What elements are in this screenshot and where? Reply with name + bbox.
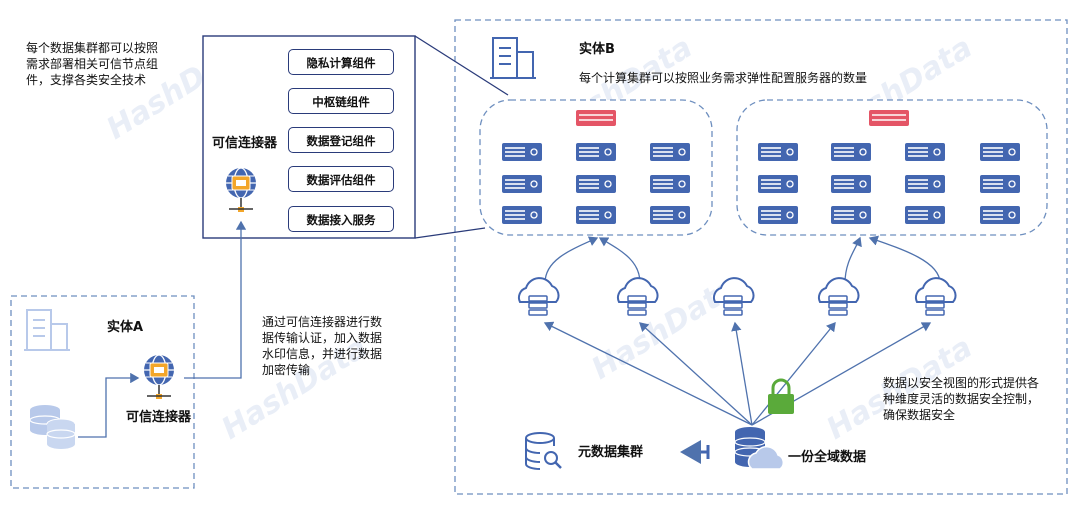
component-data-evaluation: 数据评估组件 [288,166,394,192]
database-icon [29,405,76,449]
server-icon [979,174,1021,194]
server-icon [979,142,1021,162]
master-server-icon [869,110,909,126]
cloud-server-icon [616,277,659,316]
server-grid-left [501,142,691,225]
server-icon [501,205,543,225]
connector-globe-icon [143,354,175,400]
entity-a-connector-label: 可信连接器 [126,410,192,425]
metadata-search-icon [525,432,562,470]
master-server-icon [576,110,616,126]
component-data-registration: 数据登记组件 [288,127,394,153]
entity-b-box [454,19,1068,495]
entity-a-box [10,295,195,489]
cluster-arrow [598,237,641,284]
server-icon [830,142,872,162]
server-icon [830,205,872,225]
server-icon [501,174,543,194]
metadata-cluster-label: 元数据集群 [578,445,644,460]
cluster-arrow [544,236,599,284]
server-icon [575,142,617,162]
server-icon [757,174,799,194]
cloud-server-icon [914,277,957,316]
security-note: 数据以安全视图的形式提供各 种维度灵活的数据安全控制， 确保数据安全 [883,376,1040,422]
cloud-server-icon [517,277,560,316]
callout-line-bottom [414,227,486,239]
server-icon [904,205,946,225]
cloud-server-icon [817,277,860,316]
cluster-arrow [868,235,941,284]
entity-b-title: 实体B [579,42,615,57]
component-data-access-service: 数据接入服务 [288,206,394,232]
server-icon [757,205,799,225]
server-icon [649,174,691,194]
server-icon [904,142,946,162]
db-connector-line [78,372,140,438]
connector-panel-label: 可信连接器 [212,136,278,151]
cloud-database-icon [734,427,784,470]
server-icon [575,205,617,225]
global-data-label: 一份全域数据 [788,450,867,465]
lock-icon [768,378,794,414]
component-hub-chain: 中枢链组件 [288,88,394,114]
entity-a-title: 实体A [107,320,144,335]
cluster-arrow [844,236,862,284]
building-icon [490,37,536,79]
callout-line-top [414,35,509,96]
server-icon [649,205,691,225]
transfer-line [184,220,247,379]
server-icon [830,174,872,194]
server-icon [575,174,617,194]
server-icon [979,205,1021,225]
server-icon [501,142,543,162]
server-cluster-left [479,99,713,236]
transfer-note: 通过可信连接器进行数 据传输认证，加入数据 水印信息，并进行数据 加密传输 [262,315,383,377]
server-icon [904,174,946,194]
entity-b-subtitle: 每个计算集群可以按照业务需求弹性配置服务器的数量 [579,71,868,85]
left-note: 每个数据集群都可以按照 需求部署相关可信节点组 件，支撑各类安全技术 [26,41,159,87]
server-cluster-right [736,99,1048,236]
server-icon [757,142,799,162]
component-privacy-compute: 隐私计算组件 [288,49,394,75]
server-icon [649,142,691,162]
building-icon [24,309,70,351]
